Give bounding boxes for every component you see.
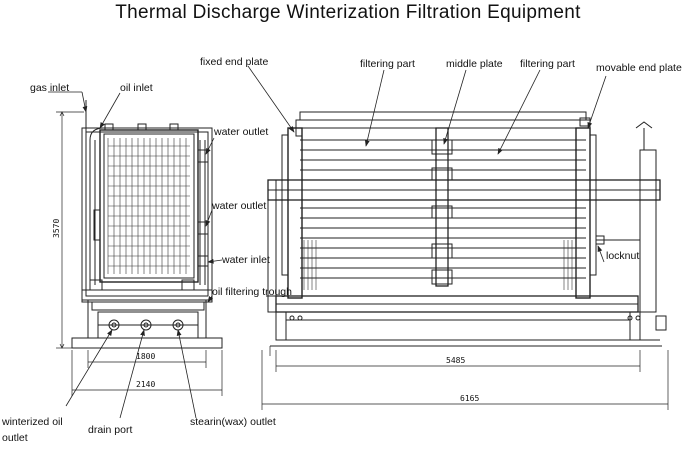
- middle-plate-label: middle plate: [446, 58, 503, 70]
- filtering-part-label-2: filtering part: [520, 58, 575, 70]
- movable-end-plate-label: movable end plate: [596, 62, 682, 74]
- side-view-cooling-grid: [107, 138, 190, 274]
- winterized-oil-outlet-label-line2: outlet: [2, 432, 28, 444]
- stearin-outlet-label: stearin(wax) outlet: [190, 416, 276, 428]
- side-view: [71, 100, 223, 349]
- filtering-part-label-1: filtering part: [360, 58, 415, 70]
- locknut-label: locknut: [606, 250, 640, 262]
- diagram-title: Thermal Discharge Winterization Filtrati…: [115, 2, 581, 23]
- height-dimension: 3570: [52, 218, 61, 238]
- front-inner-length-dimension: 5485: [446, 356, 466, 365]
- water-outlet-label-1: water outlet: [214, 126, 269, 138]
- water-outlet-label-2: water outlet: [212, 200, 267, 212]
- fixed-end-plate-label: fixed end plate: [200, 56, 269, 68]
- gas-inlet-label: gas inlet: [30, 82, 70, 94]
- oil-inlet-label: oil inlet: [120, 82, 153, 94]
- water-inlet-label: water inlet: [222, 254, 270, 266]
- front-view: [266, 111, 667, 347]
- oil-filtering-trough-label: oil filtering trough: [212, 286, 292, 298]
- front-total-length-dimension: 6165: [460, 394, 480, 403]
- front-view-drip-pipes: [303, 240, 577, 290]
- side-inner-width-dimension: 1800: [136, 352, 156, 361]
- side-total-width-dimension: 2140: [136, 380, 156, 389]
- drain-port-label: drain port: [88, 424, 133, 436]
- winterized-oil-outlet-label: winterized oil: [2, 416, 63, 428]
